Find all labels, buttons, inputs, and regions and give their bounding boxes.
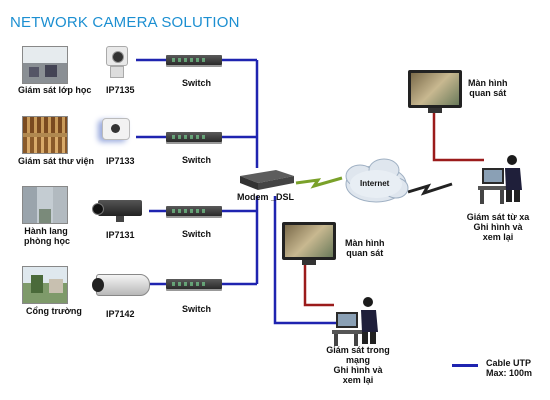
wireless-modem-internet xyxy=(295,176,343,189)
cable-modem-local-station xyxy=(273,196,340,325)
remote-station-label-line1: Giám sát từ xa xyxy=(466,212,530,222)
legend-label-line1: Cable UTP xyxy=(486,358,532,368)
library-photo xyxy=(22,116,68,154)
link-remote-monitor xyxy=(432,112,484,162)
remote-monitor-icon xyxy=(408,70,462,113)
site-label-library: Giám sát thư viện xyxy=(18,156,95,166)
diagram-title: NETWORK CAMERA SOLUTION xyxy=(10,14,240,31)
local-monitor-label-line2: quan sát xyxy=(346,248,384,258)
camera-label-ip7135: IP7135 xyxy=(106,85,135,95)
school-gate-photo xyxy=(22,266,68,304)
internet-cloud xyxy=(345,158,409,203)
site-label-corridor-line2: phòng học xyxy=(24,236,70,246)
switch-label-2: Switch xyxy=(182,155,212,165)
local-workstation xyxy=(332,297,378,346)
wireless-internet-remote xyxy=(407,182,453,196)
local-monitor-icon xyxy=(282,222,336,265)
modem-device xyxy=(240,170,294,190)
local-monitor-label-line1: Màn hình xyxy=(345,238,385,248)
corridor-photo xyxy=(22,186,68,224)
local-station-label-line3: Ghi hình và xyxy=(333,365,383,375)
camera-label-ip7142: IP7142 xyxy=(106,309,135,319)
switch-1-icon xyxy=(166,55,222,65)
switch-2-icon xyxy=(166,132,222,142)
remote-workstation xyxy=(478,155,522,204)
camera-ip7135-icon xyxy=(106,46,128,78)
camera-ip7131-icon xyxy=(92,200,142,222)
camera-label-ip7131: IP7131 xyxy=(106,230,135,240)
camera-ip7133-icon xyxy=(102,118,130,140)
local-station-label-line4: xem lại xyxy=(342,375,374,385)
site-label-corridor: Hành lang phòng học xyxy=(24,226,70,246)
switch-label-4: Switch xyxy=(182,304,212,314)
local-station-label-line2: mạng xyxy=(345,355,370,365)
local-monitor-label: Màn hình quan sát xyxy=(345,238,385,258)
switch-3-icon xyxy=(166,206,222,216)
classroom-photo xyxy=(22,46,68,84)
remote-monitor-label-line2: quan sát xyxy=(469,88,507,98)
legend-label-line2: Max: 100m xyxy=(486,368,533,378)
switch-4-icon xyxy=(166,279,222,289)
remote-monitor-label: Màn hình quan sát xyxy=(468,78,508,98)
link-local-monitor xyxy=(303,262,334,307)
remote-station-label: Giám sát từ xa Ghi hình và xem lại xyxy=(458,212,538,242)
remote-station-label-line2: Ghi hình và xyxy=(473,222,523,232)
remote-monitor-label-line1: Màn hình xyxy=(468,78,508,88)
local-station-label-line1: Giám sát trong xyxy=(326,345,390,355)
legend-cable-swatch xyxy=(452,364,478,367)
modem-label: Modem _DSL xyxy=(237,192,295,202)
site-label-classroom: Giám sát lớp học xyxy=(18,85,92,95)
site-label-corridor-line1: Hành lang xyxy=(24,226,68,236)
switch-label-1: Switch xyxy=(182,78,212,88)
site-label-school-gate: Cổng trường xyxy=(26,306,82,316)
legend-label: Cable UTP Max: 100m xyxy=(486,358,532,378)
switch-label-3: Switch xyxy=(182,229,212,239)
internet-label: Internet xyxy=(360,179,390,188)
local-station-label: Giám sát trong mạng Ghi hình và xem lại xyxy=(318,345,398,385)
remote-station-label-line3: xem lại xyxy=(482,232,514,242)
camera-label-ip7133: IP7133 xyxy=(106,156,135,166)
camera-ip7142-icon xyxy=(92,274,150,296)
